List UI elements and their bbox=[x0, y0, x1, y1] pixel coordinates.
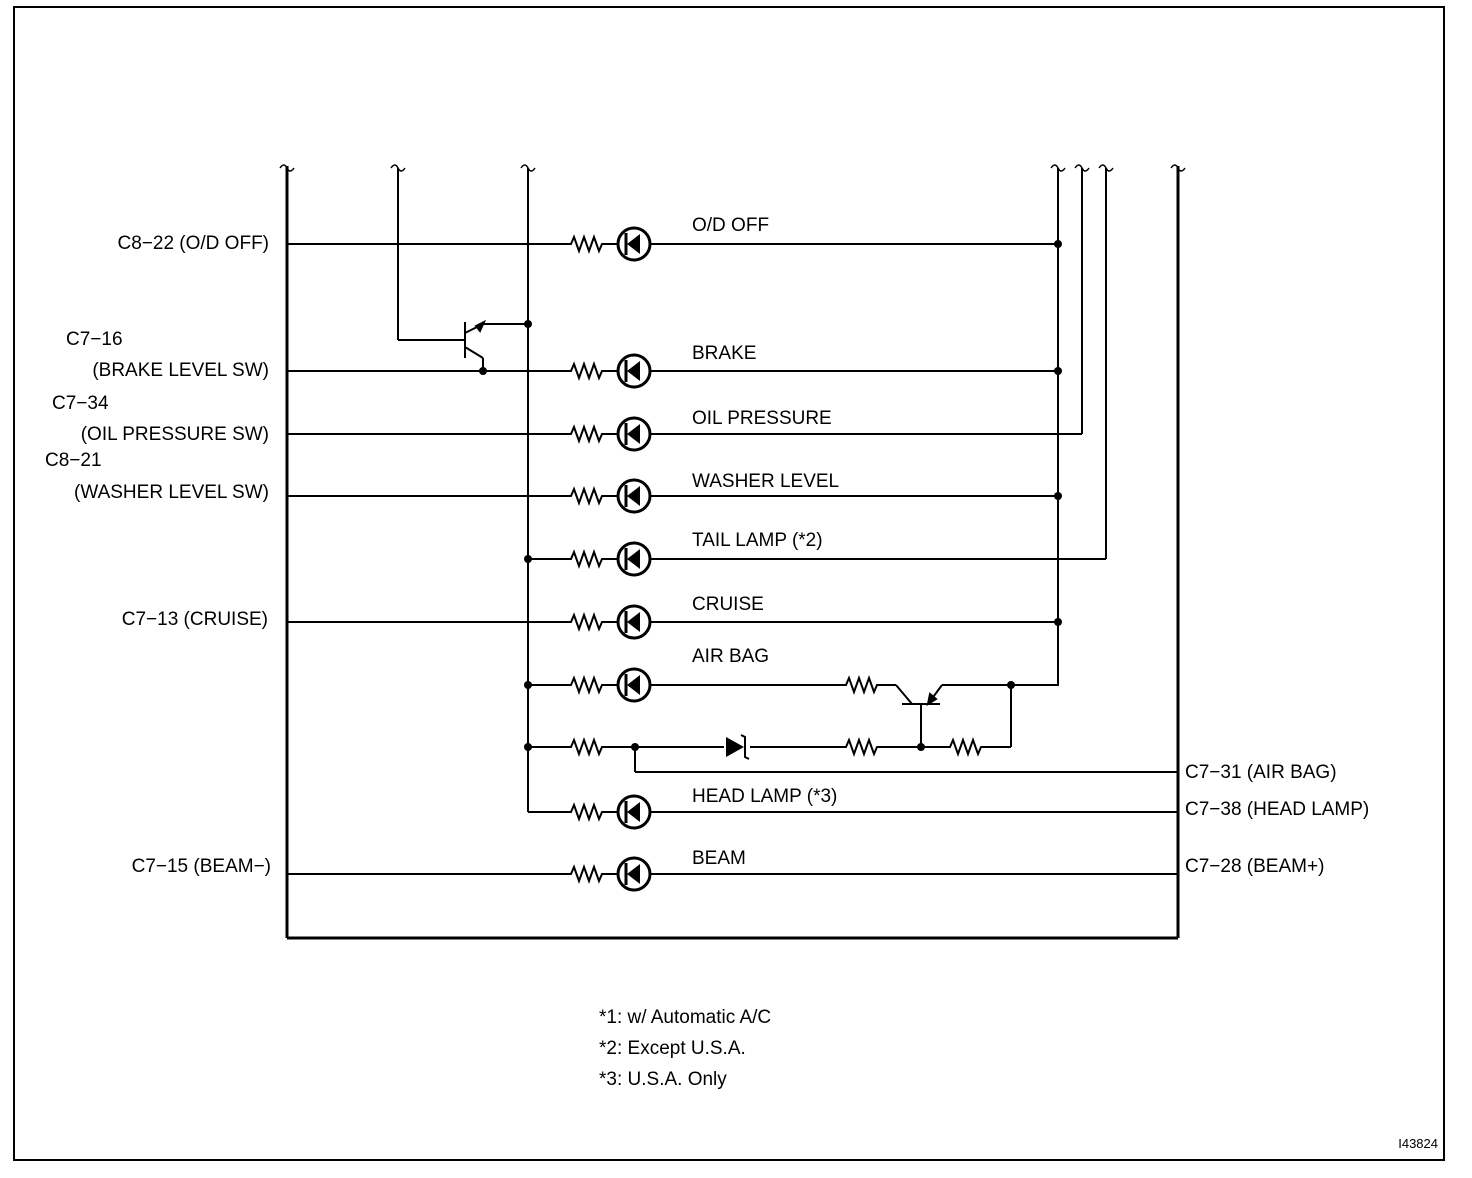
label-c7-28-beam-plus: C7−28 (BEAM+) bbox=[1185, 856, 1325, 877]
label-indicator-brake: BRAKE bbox=[692, 343, 757, 364]
label-indicator-head-lamp: HEAD LAMP (*3) bbox=[692, 786, 838, 807]
vertical-buses bbox=[397, 168, 1107, 812]
wire-break-marks bbox=[279, 164, 1186, 172]
label-c7-31-air-bag: C7−31 (AIR BAG) bbox=[1185, 762, 1337, 783]
label-c8-22-od-off: C8−22 (O/D OFF) bbox=[117, 233, 270, 254]
label-indicator-od-off: O/D OFF bbox=[692, 215, 770, 236]
label-c8-21: C8−21 bbox=[45, 450, 102, 471]
figure-id: I43824 bbox=[1398, 1136, 1438, 1151]
footnote-2: *2: Except U.S.A. bbox=[599, 1038, 746, 1059]
label-c7-13-cruise: C7−13 (CRUISE) bbox=[121, 609, 268, 630]
label-c7-38-head-lamp: C7−38 (HEAD LAMP) bbox=[1185, 799, 1370, 820]
zener-diode bbox=[726, 734, 750, 760]
label-indicator-tail-lamp: TAIL LAMP (*2) bbox=[692, 530, 823, 551]
led-washer-level bbox=[616, 478, 652, 514]
label-indicator-washer-level: WASHER LEVEL bbox=[692, 471, 840, 492]
label-brake-level-sw: (BRAKE LEVEL SW) bbox=[92, 360, 269, 381]
junction-dots bbox=[479, 240, 1062, 751]
led-tail-lamp bbox=[616, 541, 652, 577]
led-head-lamp bbox=[616, 794, 652, 830]
label-c7-34: C7−34 bbox=[52, 393, 109, 414]
led-od-off bbox=[616, 226, 652, 262]
airbag-transistor bbox=[895, 684, 943, 747]
led-cruise bbox=[616, 604, 652, 640]
led-air-bag bbox=[616, 667, 652, 703]
led-brake bbox=[616, 353, 652, 389]
label-indicator-beam: BEAM bbox=[692, 848, 746, 869]
footnote-3: *3: U.S.A. Only bbox=[599, 1069, 727, 1090]
meter-enclosure bbox=[285, 166, 1180, 940]
led-oil-pressure bbox=[616, 416, 652, 452]
label-indicator-cruise: CRUISE bbox=[692, 594, 764, 615]
label-indicator-air-bag: AIR BAG bbox=[692, 646, 770, 667]
brake-transistor bbox=[398, 319, 528, 371]
label-washer-level-sw: (WASHER LEVEL SW) bbox=[74, 482, 269, 503]
label-indicator-oil-pressure: OIL PRESSURE bbox=[692, 408, 832, 429]
footnote-1: *1: w/ Automatic A/C bbox=[599, 1007, 772, 1028]
horizontal-wires bbox=[287, 243, 1178, 875]
label-oil-pressure-sw: (OIL PRESSURE SW) bbox=[80, 424, 269, 445]
indicator-leds bbox=[616, 226, 652, 892]
frame-border bbox=[13, 6, 1445, 1161]
label-c7-16: C7−16 bbox=[66, 329, 123, 350]
led-beam bbox=[616, 856, 652, 892]
label-c7-15-beam-minus: C7−15 (BEAM−) bbox=[131, 856, 271, 877]
